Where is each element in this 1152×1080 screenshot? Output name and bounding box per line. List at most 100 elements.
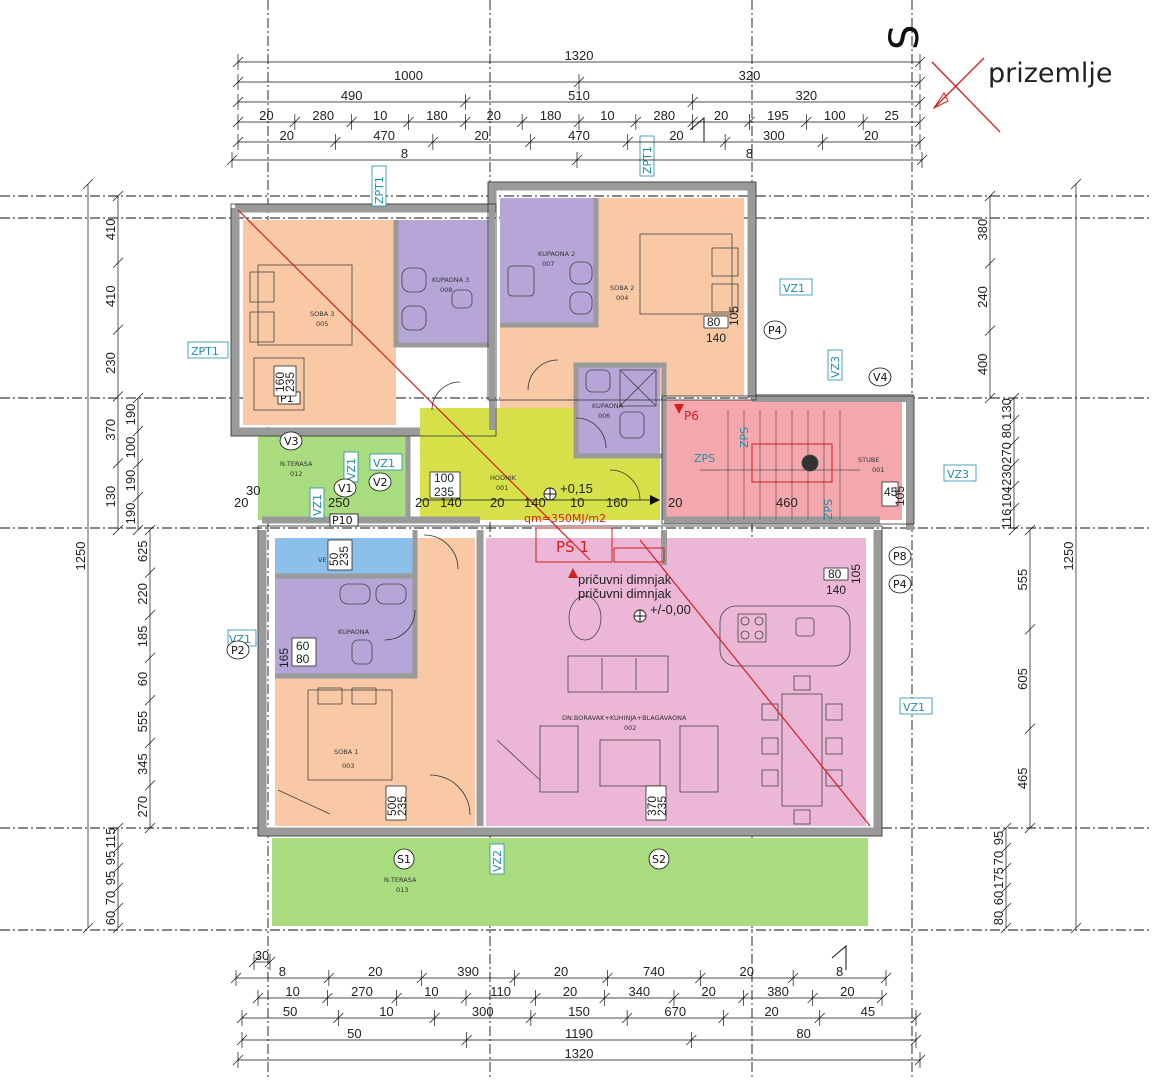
room-kupaona3-fill <box>396 220 492 345</box>
dimension-label: 180 <box>426 108 448 123</box>
tag: P6 <box>684 409 699 423</box>
room-name: DN.BORAVAK+KUHINJA+BLAGAVAONA <box>562 714 687 722</box>
dim-text: 20 <box>234 495 248 510</box>
plan-title: prizemlje <box>988 58 1112 89</box>
dimension-label: 30 <box>255 948 269 963</box>
room-name: KUPAONA <box>338 628 370 636</box>
dimension-label: 130 <box>103 486 118 508</box>
opening-dim: 140 <box>706 331 726 345</box>
tag: P4 <box>768 324 782 337</box>
dimension-label: 670 <box>664 1004 686 1019</box>
room-code: 012 <box>290 470 302 478</box>
dimension-label: 270 <box>999 442 1014 464</box>
code-label: VZ3 <box>829 356 842 378</box>
code-label: ZPT1 <box>373 176 386 204</box>
dimension-label: 104 <box>999 486 1014 508</box>
dim-text: 20 <box>415 495 429 510</box>
dimension-label: 8 <box>746 146 753 161</box>
arrow-icon <box>650 495 660 505</box>
dimension-label: 270 <box>135 796 150 818</box>
chimney-note: pričuvni dimnjak <box>578 572 672 587</box>
dimension-label: 230 <box>103 352 118 374</box>
opening-dim: 80 <box>828 567 842 581</box>
section-markers <box>237 209 871 827</box>
room-code: 001 <box>872 466 884 474</box>
code-label: ZPS <box>694 452 715 465</box>
tag: V2 <box>373 476 388 489</box>
furniture <box>249 233 860 825</box>
opening-dim: 80 <box>296 652 310 666</box>
tag: P10 <box>332 514 353 527</box>
dimension-label: 555 <box>1015 569 1030 591</box>
dimension-label: 60 <box>991 891 1006 905</box>
dimension-label: 20 <box>474 128 488 143</box>
dimension-label: 740 <box>643 964 665 979</box>
dimension-label: 130 <box>999 398 1014 420</box>
code-label: VZ1 <box>373 457 395 470</box>
room-soba3-fill <box>243 220 396 425</box>
dimension-label: 20 <box>701 984 715 999</box>
dim-text: 460 <box>776 495 798 510</box>
dining-table-icon <box>781 693 823 807</box>
bed-icon <box>307 689 393 781</box>
room-code: 007 <box>542 260 554 268</box>
room-code: 003 <box>342 762 354 770</box>
dimension-label: 1190 <box>565 1026 593 1041</box>
section-label: PS 1 <box>556 538 589 556</box>
room-code: 008 <box>440 286 452 294</box>
room-code: 004 <box>616 294 628 302</box>
dimension-label: 50 <box>347 1026 361 1041</box>
dimension-label: 190 <box>123 470 138 492</box>
dimension-label: 370 <box>103 419 118 441</box>
code-label: VZ2 <box>491 850 504 872</box>
dimension-label: 465 <box>1015 767 1030 789</box>
dimension-label: 400 <box>975 353 990 375</box>
tag: S1 <box>397 853 411 866</box>
dimension-label: 190 <box>123 404 138 426</box>
room-name: KUPAONA 2 <box>538 250 575 258</box>
dimension-label: 340 <box>628 984 650 999</box>
dimension-label: 8 <box>836 964 843 979</box>
code-label: VZ1 <box>903 701 925 714</box>
dimension-label: 190 <box>123 503 138 525</box>
code-label: VZ1 <box>311 494 324 516</box>
sofa-icon <box>567 655 669 693</box>
room-code: 013 <box>396 886 408 894</box>
bed-icon <box>257 264 353 346</box>
tag: P4 <box>893 578 907 591</box>
room-soba1-ext-fill <box>415 538 475 678</box>
room-nterasa2-fill <box>272 838 868 926</box>
dimension-label: 50 <box>283 1004 297 1019</box>
code-label: ZPS <box>738 427 751 448</box>
room-fills <box>243 198 902 926</box>
dimension-label: 95 <box>991 831 1006 845</box>
room-soba1-fill <box>275 678 475 826</box>
room-code: 002 <box>624 724 636 732</box>
room-name: SOBA 2 <box>610 284 634 292</box>
opening-dim: 160 <box>273 372 287 392</box>
north-mark-label: S <box>882 25 928 50</box>
dimension-label: 60 <box>135 672 150 686</box>
dimension-label: 20 <box>840 984 854 999</box>
opening-dim: 105 <box>849 564 863 584</box>
dimension-label: 300 <box>472 1004 494 1019</box>
dimension-label: 95 <box>103 851 118 865</box>
dimension-label: 490 <box>341 88 363 103</box>
walls <box>230 181 915 837</box>
opening-dim: 500 <box>385 796 399 816</box>
opening-dim: 370 <box>645 796 659 816</box>
dimension-label: 20 <box>279 128 293 143</box>
bed-icon <box>639 233 733 315</box>
dimension-label: 1000 <box>394 68 423 83</box>
opening-dim: 45 <box>884 485 898 499</box>
opening-tags: 160 235 80 105 140 100 235 60 80 165 80 … <box>273 306 907 821</box>
opening-dim: 165 <box>277 648 291 668</box>
opening-dim: 235 <box>395 796 409 816</box>
room-dnevni-fill <box>486 538 866 826</box>
room-name: VE <box>318 556 327 564</box>
opening-dim: 60 <box>296 639 310 653</box>
opening-dim: 235 <box>655 796 669 816</box>
opening-dim: 105 <box>727 306 741 326</box>
room-name: SOBA 3 <box>310 310 334 318</box>
